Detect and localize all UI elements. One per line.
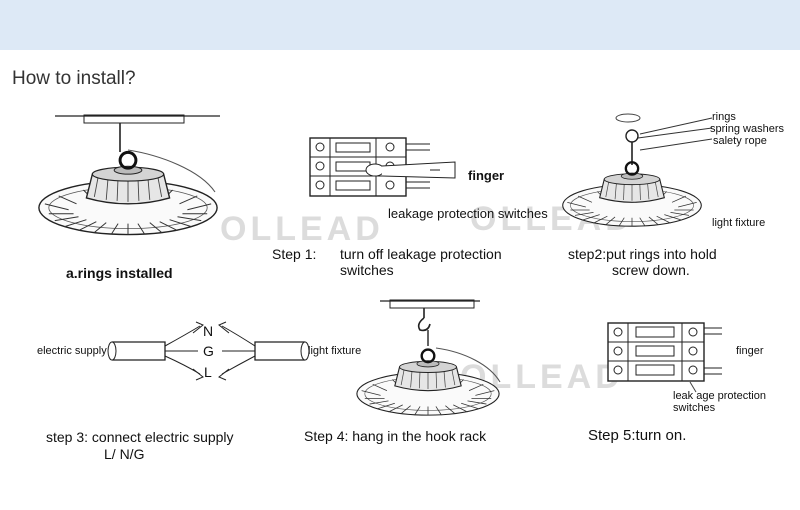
step3-text-line2: L/ N/G [104,446,145,462]
step3-wire-l: L [204,364,212,380]
step3-wire-g: G [203,343,214,359]
ufo-light-rings-installed [37,114,220,237]
step5-text: Step 5:turn on. [588,427,687,444]
step4-text: Step 4: hang in the hook rack [304,428,487,444]
breaker-panel-step5 [607,322,722,393]
page-title: How to install? [12,68,136,89]
breaker-panel-step1 [309,137,456,197]
step2-rings-label: rings [712,111,736,123]
step3-text-line1: step 3: connect electric supply [46,429,234,445]
step2-text-line1: step2:put rings into hold [568,246,717,262]
step2-fixture-label: light fixture [712,217,766,229]
ufo-light-step4 [355,299,501,417]
wiring-diagram-step3 [107,321,310,381]
step5-finger-label: finger [736,345,764,357]
step1-text-line1: turn off leakage protection [340,246,502,262]
step1-switch-label: leakage protection switches [388,206,548,221]
step3-wire-n: N [203,323,214,339]
step5-switch-line2: switches [673,402,716,414]
step2-text-line2: screw down. [612,262,690,278]
watermark-1: OLLEAD [220,210,384,248]
step1-text-line2: switches [340,262,394,278]
step3-fixture-label: light fixture [308,345,362,357]
step2-rope-label: salety rope [713,135,767,147]
step2-washers-label: spring washers [710,123,784,135]
ufo-light-step2 [561,113,713,228]
header-banner [0,0,800,50]
step5-switch-line1: leak age protection [673,390,766,402]
step3-supply-label: electric supply [37,345,107,357]
step1-finger-label: finger [468,168,505,183]
step1-label: Step 1: [272,246,317,262]
caption-rings-installed: a.rings installed [66,265,173,281]
